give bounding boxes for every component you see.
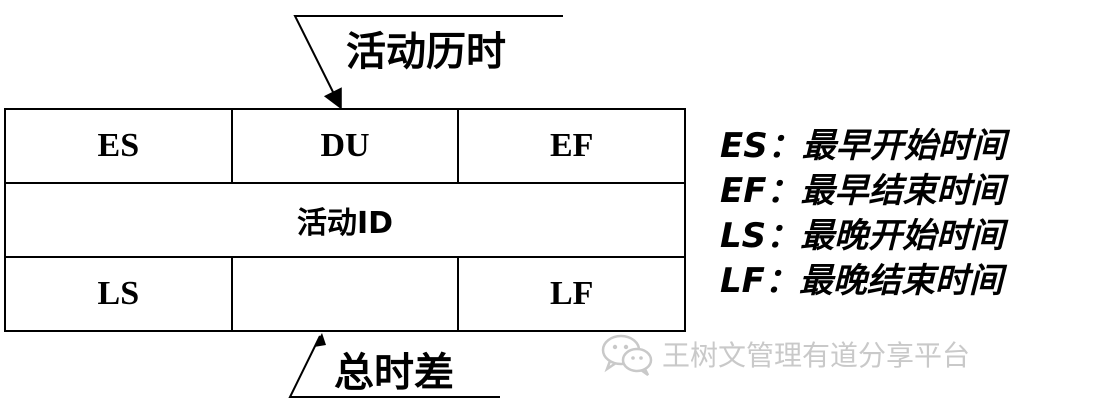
cell-du-text: DU bbox=[320, 127, 370, 164]
bottom-callout-arrowhead bbox=[314, 333, 326, 347]
cell-activity-id: 活动ID bbox=[6, 184, 684, 256]
legend-item-ls: LS：最晚开始时间 bbox=[720, 216, 1005, 256]
watermark: 王树文管理有道分享平台 bbox=[600, 332, 970, 376]
watermark-text: 王树文管理有道分享平台 bbox=[662, 339, 971, 372]
legend-item-lf: LF：最晚结束时间 bbox=[720, 261, 1003, 301]
top-callout-leader bbox=[293, 15, 563, 110]
total-float-callout-label: 总时差 bbox=[334, 350, 454, 396]
cell-ls-text: LS bbox=[97, 275, 140, 312]
cell-ls: LS bbox=[6, 258, 231, 330]
node-top-row: ES DU EF bbox=[6, 110, 684, 184]
node-bottom-row: LS LF bbox=[6, 258, 684, 330]
activity-node-box: ES DU EF 活动ID LS LF bbox=[4, 108, 686, 332]
cell-lf: LF bbox=[457, 258, 684, 330]
cell-es-text: ES bbox=[97, 127, 140, 164]
node-middle-row: 活动ID bbox=[6, 184, 684, 258]
bottom-callout-leader bbox=[288, 335, 500, 398]
legend-item-es: ES：最早开始时间 bbox=[720, 126, 1006, 166]
wechat-icon bbox=[601, 334, 653, 376]
cell-activity-id-text: 活动ID bbox=[296, 206, 394, 241]
cell-lf-text: LF bbox=[549, 275, 594, 312]
cell-ef-text: EF bbox=[549, 127, 594, 164]
cell-total-float bbox=[230, 258, 458, 330]
cell-du: DU bbox=[230, 110, 458, 182]
legend-item-ef: EF：最早结束时间 bbox=[720, 171, 1005, 211]
legend: ES：最早开始时间 EF：最早结束时间 LS：最晚开始时间 LF：最晚结束时间 bbox=[720, 124, 1006, 304]
cell-es: ES bbox=[6, 110, 231, 182]
duration-callout-label: 活动历时 bbox=[346, 29, 506, 75]
cell-ef: EF bbox=[457, 110, 684, 182]
